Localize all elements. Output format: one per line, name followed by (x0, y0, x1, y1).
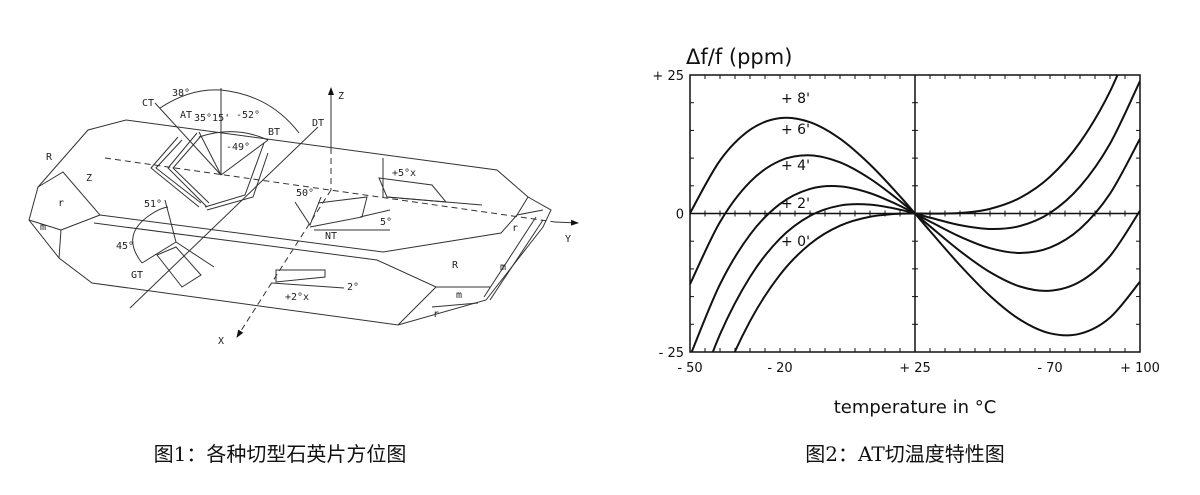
cut-plates (132, 132, 483, 289)
series-label: + 0' (781, 234, 810, 250)
series-label: + 6' (781, 122, 810, 138)
y-tick-label: + 25 (652, 69, 684, 84)
label-angle-38: 38° (172, 88, 190, 99)
label-angle-2: 2° (347, 282, 359, 293)
quartz-cut-orientation-diagram: CT 38° AT 35°15' -52° BT DT -49° Z X Y R… (28, 87, 579, 347)
label-face-r-bottom: r (433, 309, 439, 320)
x-tick-label: + 100 (1120, 361, 1160, 376)
series-label: + 8' (781, 91, 810, 107)
label-angle-35-15: 35°15' (194, 113, 230, 124)
series-line (711, 80, 1140, 352)
label-angle-45: 45° (116, 241, 134, 252)
y-tick-label: 0 (676, 208, 684, 223)
at-cut-temperature-chart: Δf/f (ppm) temperature in °C - 50 - 20 + 2… (652, 45, 1160, 418)
axes-lines (104, 87, 579, 338)
series-labels: + 8' + 6' + 4' + 2' + 0' (781, 91, 810, 250)
x-axis-title: temperature in °C (834, 397, 997, 418)
figure1-caption: 图1：各种切型石英片方位图 (153, 442, 407, 466)
label-face-m-right: m (500, 262, 506, 273)
label-bt: BT (268, 127, 280, 138)
x-tick-label: - 70 (1037, 361, 1062, 376)
label-ct: CT (142, 98, 154, 109)
tick-labels: - 50 - 20 + 25 - 70 + 100 + 25 0 - 25 (652, 69, 1160, 376)
diagram-labels: CT 38° AT 35°15' -52° BT DT -49° Z X Y R… (40, 88, 571, 347)
label-axis-z: Z (338, 91, 344, 102)
crystal-outline (28, 119, 552, 326)
label-angle-50: 50° (296, 188, 314, 199)
label-angle-51: 51° (144, 199, 162, 210)
label-nt: NT (325, 231, 337, 242)
label-at: AT (180, 110, 192, 121)
y-axis-title: Δf/f (ppm) (686, 45, 792, 69)
label-face-r-right: R (452, 260, 459, 271)
label-angle-m52: -52° (236, 110, 260, 121)
label-gt: GT (131, 270, 143, 281)
label-plus2x: +2°x (285, 292, 309, 303)
label-face-z: Z (86, 173, 92, 184)
x-tick-label: - 20 (767, 361, 792, 376)
label-face-m-left: m (40, 222, 46, 233)
y-tick-label: - 25 (659, 346, 684, 361)
label-angle-5: 5° (380, 217, 392, 228)
label-axis-y: Y (565, 234, 571, 245)
label-dt: DT (312, 118, 324, 129)
label-face-r-small-right: r (512, 223, 518, 234)
x-tick-label: + 25 (899, 361, 931, 376)
label-angle-m49: -49° (226, 142, 250, 153)
label-plus5x: +5°x (392, 168, 416, 179)
curves (690, 75, 1140, 352)
series-label: + 4' (781, 158, 810, 174)
series-label: + 2' (781, 196, 810, 212)
figure2-caption: 图2：AT切温度特性图 (805, 442, 1005, 466)
label-face-r-left: R (46, 152, 53, 163)
x-tick-label: - 50 (677, 361, 702, 376)
series-line (733, 75, 1119, 352)
label-face-m-bottom: m (456, 290, 462, 301)
label-face-r-small-left: r (58, 198, 64, 209)
label-axis-x: X (218, 336, 224, 347)
